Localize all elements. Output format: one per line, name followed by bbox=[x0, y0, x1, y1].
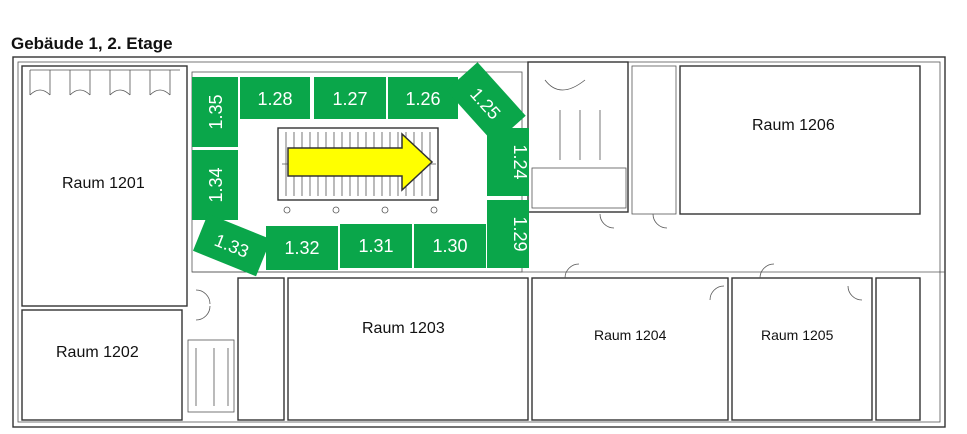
slot-134[interactable]: 1.34 bbox=[192, 150, 238, 220]
room-1203-outline bbox=[287, 277, 529, 421]
room-1204-outline bbox=[531, 277, 729, 421]
svg-text:1.26: 1.26 bbox=[405, 89, 440, 109]
slot-126[interactable]: 1.26 bbox=[388, 77, 458, 119]
slot-135[interactable]: 1.35 bbox=[192, 77, 238, 147]
svg-text:1.35: 1.35 bbox=[206, 94, 226, 129]
svg-text:1.24: 1.24 bbox=[510, 144, 530, 179]
slot-127[interactable]: 1.27 bbox=[314, 77, 386, 119]
svg-text:1.30: 1.30 bbox=[432, 236, 467, 256]
svg-text:1.31: 1.31 bbox=[358, 236, 393, 256]
direction-arrow-icon bbox=[287, 132, 434, 192]
svg-text:1.34: 1.34 bbox=[206, 167, 226, 202]
slot-133[interactable]: 1.33 bbox=[192, 213, 272, 277]
map-title: Gebäude 1, 2. Etage bbox=[11, 34, 173, 53]
slot-124[interactable]: 1.24 bbox=[487, 128, 530, 196]
room-label-1206: Raum 1206 bbox=[752, 117, 835, 134]
svg-text:1.29: 1.29 bbox=[510, 216, 530, 251]
room-1202-outline bbox=[21, 309, 183, 421]
slot-125[interactable]: 1.25 bbox=[446, 62, 526, 144]
room-label-1204: Raum 1204 bbox=[594, 327, 667, 343]
room-label-1205: Raum 1205 bbox=[761, 327, 834, 343]
svg-text:1.32: 1.32 bbox=[284, 238, 319, 258]
room-1205-outline bbox=[731, 277, 873, 421]
room-label-1203: Raum 1203 bbox=[362, 320, 445, 337]
slot-132[interactable]: 1.32 bbox=[266, 226, 338, 270]
slot-131[interactable]: 1.31 bbox=[340, 224, 412, 268]
svg-text:1.28: 1.28 bbox=[257, 89, 292, 109]
svg-text:1.27: 1.27 bbox=[332, 89, 367, 109]
slot-129[interactable]: 1.29 bbox=[487, 200, 530, 268]
room-label-1201: Raum 1201 bbox=[62, 175, 145, 192]
room-label-1202: Raum 1202 bbox=[56, 344, 139, 361]
room-1201-outline bbox=[21, 65, 188, 307]
slot-128[interactable]: 1.28 bbox=[240, 77, 310, 119]
room-1206-outline bbox=[679, 65, 921, 215]
slot-130[interactable]: 1.30 bbox=[414, 224, 486, 268]
staircase bbox=[277, 127, 439, 201]
